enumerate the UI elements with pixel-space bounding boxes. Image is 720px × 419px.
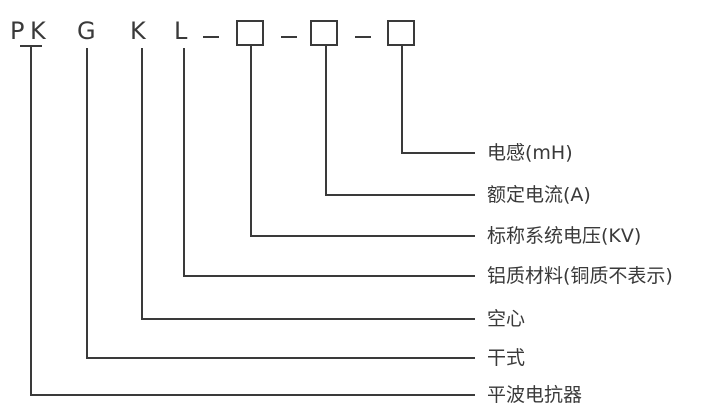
- code-letter-p: P: [10, 17, 25, 45]
- separator-dash-1: [203, 36, 219, 38]
- code-letter-g: G: [77, 17, 96, 45]
- code-letter-l: L: [174, 17, 188, 45]
- placeholder-box-inductance: [387, 20, 415, 46]
- separator-dash-2: [281, 36, 297, 38]
- label-dry-type: 干式: [487, 347, 526, 369]
- label-air-core: 空心: [487, 308, 526, 330]
- label-system-voltage: 标称系统电压(KV): [487, 225, 642, 247]
- leader-p: [30, 46, 475, 396]
- leader-current: [325, 46, 475, 196]
- placeholder-box-voltage: [236, 20, 264, 46]
- label-rated-current: 额定电流(A): [487, 184, 591, 206]
- leader-l: [183, 48, 475, 277]
- leader-k: [141, 48, 475, 320]
- label-inductance: 电感(mH): [487, 142, 573, 164]
- label-material: 铝质材料(铜质不表示): [487, 265, 673, 287]
- separator-dash-3: [355, 36, 371, 38]
- code-letter-k: K: [30, 17, 46, 45]
- leader-voltage: [250, 46, 475, 237]
- code-letter-k2: K: [130, 17, 146, 45]
- leader-g: [86, 48, 475, 359]
- leader-inductance: [401, 46, 475, 154]
- label-smoothing-reactor: 平波电抗器: [487, 384, 583, 406]
- placeholder-box-current: [310, 20, 338, 46]
